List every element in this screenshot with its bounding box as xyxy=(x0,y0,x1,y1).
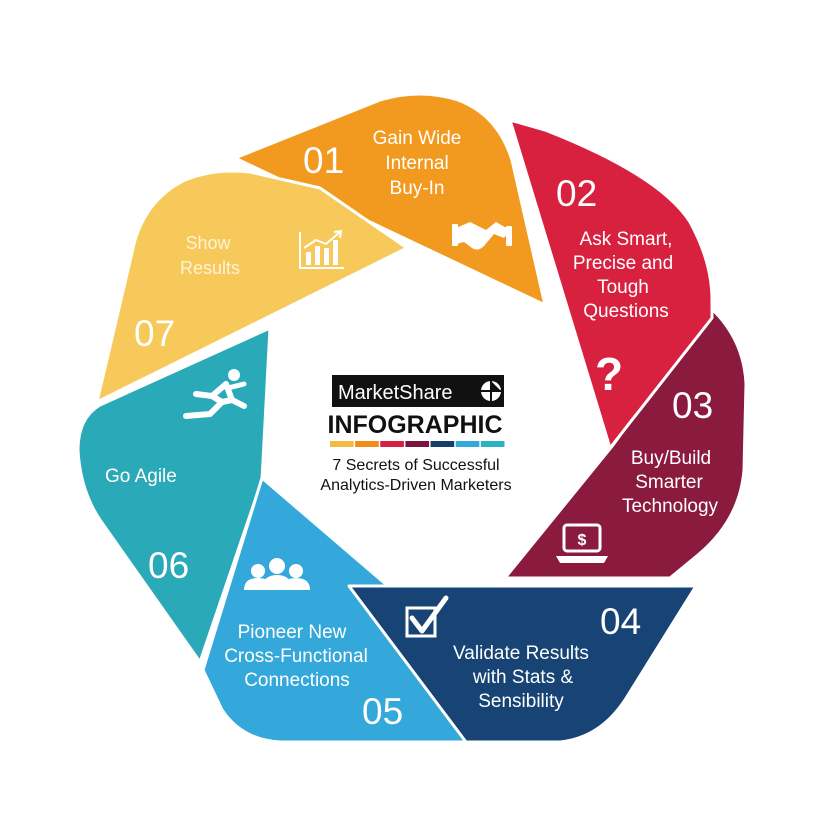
segment-03-label-3: Technology xyxy=(622,496,719,517)
color-strip-swatch xyxy=(455,441,480,447)
question-mark-icon: ? xyxy=(595,348,623,400)
segment-02-shape xyxy=(508,118,714,450)
segment-03: 03 Buy/Build Smarter Technology $ xyxy=(503,307,748,580)
color-strip-swatch xyxy=(480,441,505,447)
svg-text:$: $ xyxy=(578,532,587,549)
segment-05-label-2: Cross-Functional xyxy=(224,646,368,667)
segment-07-number: 07 xyxy=(134,313,175,354)
segment-01-number: 01 xyxy=(303,140,344,181)
segment-02-number: 02 xyxy=(556,173,597,214)
segment-04-number: 04 xyxy=(600,601,641,642)
segment-06: Go Agile 06 xyxy=(76,326,272,664)
color-strip-swatch xyxy=(430,441,455,447)
segment-05-shape xyxy=(201,476,468,744)
segment-03-label-2: Smarter xyxy=(635,472,703,493)
handshake-icon xyxy=(452,222,512,250)
segment-04: 04 Validate Results with Stats & Sensibi… xyxy=(347,584,698,744)
brand-name: MarketShare xyxy=(338,382,453,404)
color-strip-swatch xyxy=(355,441,379,447)
segment-05-number: 05 xyxy=(362,691,403,732)
center-subtitle-1: 7 Secrets of Successful xyxy=(332,457,499,474)
center-title: INFOGRAPHIC xyxy=(328,411,503,439)
brand-box xyxy=(332,375,504,407)
segment-07-shape xyxy=(95,169,409,404)
segment-06-number: 06 xyxy=(148,545,189,586)
segment-02-label-1: Ask Smart, xyxy=(580,229,673,250)
segment-07-label-2: Results xyxy=(180,258,240,278)
segment-01-label-2: Internal xyxy=(385,153,448,174)
segment-06-shape xyxy=(76,326,272,664)
segment-04-label-3: Sensibility xyxy=(478,691,564,712)
color-strip xyxy=(330,441,505,447)
segment-04-label-1: Validate Results xyxy=(453,643,589,664)
segment-02: 02 Ask Smart, Precise and Tough Question… xyxy=(508,118,714,450)
color-strip-swatch xyxy=(330,441,354,447)
segment-01-shape xyxy=(233,92,547,307)
segment-04-label-2: with Stats & xyxy=(472,667,574,688)
checkbox-icon xyxy=(405,595,449,638)
color-strip-swatch xyxy=(380,441,404,447)
segment-02-label-2: Precise and xyxy=(573,253,673,274)
bar-chart-icon xyxy=(299,229,344,269)
center-logo: MarketShare INFOGRAPHIC 7 Secrets of Suc… xyxy=(320,375,512,494)
segment-07-label-1: Show xyxy=(185,233,231,253)
center-subtitle-2: Analytics-Driven Marketers xyxy=(320,477,511,494)
segment-03-label-1: Buy/Build xyxy=(631,448,711,469)
segment-03-shape xyxy=(503,307,748,580)
brand-logo-icon xyxy=(480,380,502,402)
people-group-icon xyxy=(244,558,310,590)
segment-01-label-1: Gain Wide xyxy=(373,128,462,149)
segment-02-label-3: Tough xyxy=(597,277,649,298)
segment-06-label: Go Agile xyxy=(105,466,177,487)
segment-07: Show Results 07 xyxy=(95,169,409,404)
segment-05-label-3: Connections xyxy=(244,670,350,691)
segment-01-label-3: Buy-In xyxy=(390,178,445,199)
segment-05-label-1: Pioneer New xyxy=(238,622,347,643)
laptop-dollar-icon: $ xyxy=(556,523,608,563)
segment-05: Pioneer New Cross-Functional Connections… xyxy=(201,476,468,744)
running-person-icon xyxy=(183,369,247,419)
segment-03-number: 03 xyxy=(672,385,713,426)
segment-02-label-4: Questions xyxy=(583,301,669,322)
color-strip-swatch xyxy=(405,441,430,447)
segment-01: 01 Gain Wide Internal Buy-In xyxy=(233,92,547,307)
